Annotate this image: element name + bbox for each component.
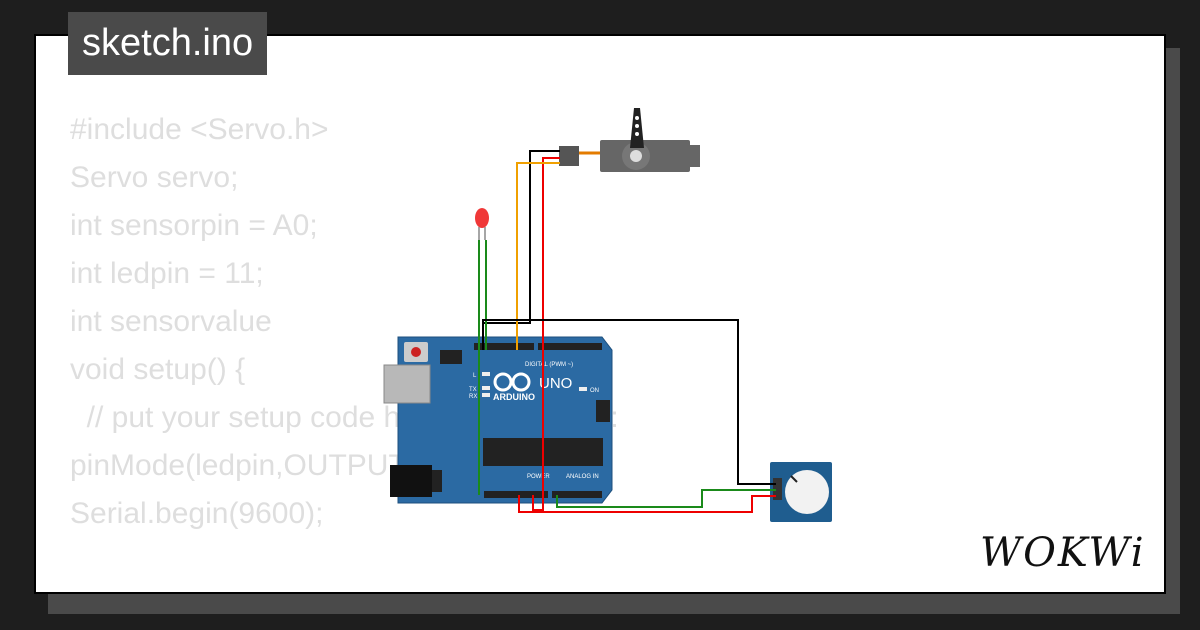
wire-black-servo-gnd bbox=[482, 150, 560, 350]
preview-card: #include <Servo.h> Servo servo; int sensor… bbox=[34, 34, 1166, 594]
code-line: pinMode(ledpin,OUTPUT); bbox=[70, 449, 426, 482]
rx-label: RX bbox=[469, 394, 477, 400]
tx-label: TX bbox=[469, 387, 477, 393]
code-line: void setup() { bbox=[70, 353, 246, 386]
code-line: #include <Servo.h> bbox=[70, 113, 329, 146]
wires bbox=[478, 150, 776, 513]
analog-header bbox=[552, 491, 602, 498]
wire-red-pot-vcc bbox=[518, 495, 776, 513]
file-title: sketch.ino bbox=[68, 12, 268, 75]
analog-label: ANALOG IN bbox=[566, 474, 599, 480]
digital-header-right bbox=[538, 343, 602, 350]
arduino-uno-board[interactable]: UNO ARDUINO DIGITAL (PWM ~) POWER ANALOG… bbox=[383, 336, 613, 504]
power-label: POWER bbox=[527, 474, 550, 480]
wire-green-pot-signal bbox=[556, 489, 776, 508]
wokwi-logo: WOKWi bbox=[980, 530, 1146, 576]
servo-connector bbox=[559, 146, 579, 166]
board-name: UNO bbox=[539, 375, 572, 392]
code-line: int ledpin = 11; bbox=[70, 257, 264, 290]
servo-motor[interactable] bbox=[559, 108, 700, 172]
wire-red-servo-5v bbox=[532, 157, 560, 511]
red-led[interactable] bbox=[475, 208, 489, 240]
code-line: int sensorpin = A0; bbox=[70, 209, 318, 242]
power-header bbox=[484, 491, 548, 498]
wire-black-pot-gnd bbox=[482, 319, 776, 485]
arduino-infinity-icon bbox=[493, 372, 531, 392]
reset-button[interactable] bbox=[411, 347, 421, 357]
code-line: int sensorvalue bbox=[70, 305, 272, 338]
code-line: Servo servo; bbox=[70, 161, 239, 194]
potentiometer[interactable] bbox=[770, 462, 832, 522]
usb-port bbox=[383, 364, 431, 404]
l-label: L bbox=[473, 373, 477, 379]
digital-label: DIGITAL (PWM ~) bbox=[525, 362, 573, 368]
power-jack bbox=[390, 465, 432, 497]
code-line: Serial.begin(9600); bbox=[70, 497, 324, 530]
on-label: ON bbox=[590, 388, 599, 394]
wire-orange-servo-signal bbox=[516, 162, 560, 350]
board-brand: ARDUINO bbox=[493, 392, 535, 402]
digital-header-left bbox=[474, 343, 534, 350]
icsp-header bbox=[440, 350, 462, 364]
